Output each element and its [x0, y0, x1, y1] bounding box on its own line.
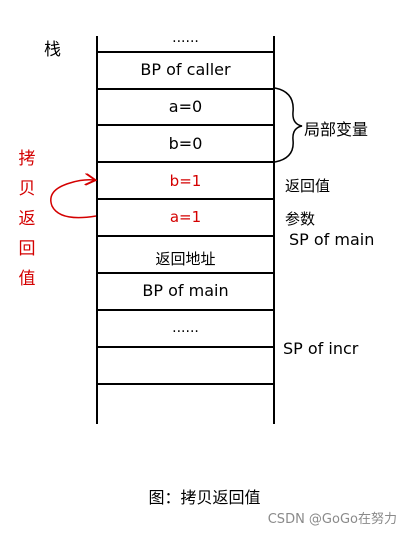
figure-caption: 图：拷贝返回值: [148, 488, 261, 507]
stack-cell-b-local: b=0: [168, 134, 203, 153]
stack-divider: [96, 51, 275, 53]
stack-divider: [96, 235, 275, 237]
copy-arrow: [50, 180, 96, 219]
sp-incr-label: SP of incr: [283, 339, 359, 358]
stack-cell-top-dots: ......: [172, 30, 199, 46]
local-vars-brace: [274, 87, 303, 163]
stack-divider: [96, 124, 275, 126]
copy-return-label: 拷贝返回值: [18, 149, 36, 289]
stack-divider: [96, 346, 275, 348]
watermark: CSDN @GoGo在努力: [267, 512, 397, 527]
stack-divider: [96, 198, 275, 200]
sp-main-label: SP of main: [289, 230, 375, 249]
stack-left-border: [96, 36, 98, 424]
stack-divider: [96, 309, 275, 311]
stack-cell-bp-caller: BP of caller: [140, 60, 231, 79]
stack-cell-a-local: a=0: [168, 97, 203, 116]
stack-cell-bp-main: BP of main: [142, 281, 229, 300]
stack-cell-return-address: 返回地址: [155, 250, 216, 268]
local-vars-label: 局部变量: [304, 120, 369, 139]
stack-label: 栈: [44, 40, 61, 60]
stack-right-border: [273, 36, 275, 424]
return-value-label: 返回值: [285, 177, 331, 195]
stack-divider: [96, 88, 275, 90]
stack-cell-b-copy: b=1: [169, 172, 202, 190]
stack-divider: [96, 161, 275, 163]
stack-cell-a-copy: a=1: [169, 208, 202, 226]
params-label: 参数: [285, 210, 316, 228]
stack-cell-bottom-dots: ......: [172, 320, 199, 336]
stack-divider: [96, 383, 275, 385]
stack-divider: [96, 272, 275, 274]
